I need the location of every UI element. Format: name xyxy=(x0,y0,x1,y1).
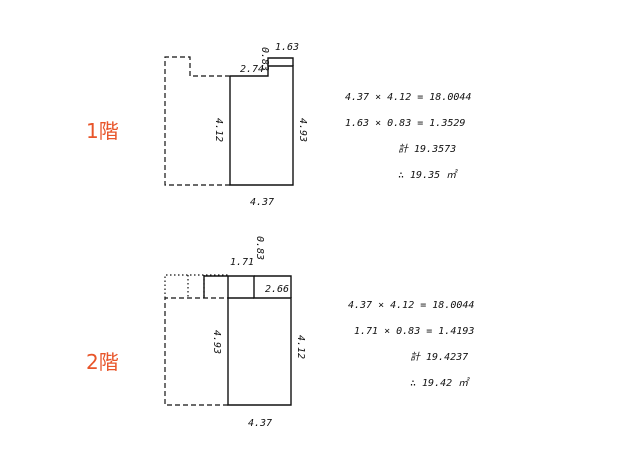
floor1-dim-bottom: 4.37 xyxy=(250,197,274,208)
floor2-label: 2階 xyxy=(86,350,119,374)
floor2-dim-side-left: 4.93 xyxy=(211,330,222,354)
floor1-calculation: 4.37 × 4.12 = 18.0044 1.63 × 0.83 = 1.35… xyxy=(345,92,471,181)
floor1-dim-notch: 2.74 xyxy=(240,64,264,75)
floor1-label: 1階 xyxy=(86,119,119,143)
floor2-plan: 1.71 0.83 2.66 4.93 4.12 4.37 xyxy=(164,236,306,429)
floor2-calc-result: ∴ 19.42 ㎡ xyxy=(410,377,470,389)
floor1-main-block xyxy=(229,65,294,186)
floor2-main-block xyxy=(227,275,292,406)
floor2-calc-line-2: 1.71 × 0.83 = 1.4193 xyxy=(354,326,474,337)
floor2-calculation: 4.37 × 4.12 = 18.0044 1.71 × 0.83 = 1.41… xyxy=(348,300,474,389)
floor1-dim-top-height: 0.83 xyxy=(259,47,270,71)
floor2-dim-bottom: 4.37 xyxy=(248,418,272,429)
floor1-plan: 1.63 0.83 2.74 4.12 4.93 4.37 xyxy=(164,42,308,208)
floor2-dim-side-right: 4.12 xyxy=(295,335,306,359)
floor2-dim-top-height: 0.83 xyxy=(254,236,265,260)
floor2-top-extension xyxy=(254,275,292,298)
floor2-dotted-upper xyxy=(164,274,228,298)
floor1-dim-top-width: 1.63 xyxy=(275,42,299,53)
floor2-dim-notch: 2.66 xyxy=(265,284,289,295)
floor1-calc-line-2: 1.63 × 0.83 = 1.3529 xyxy=(345,118,465,129)
floor2-calc-line-1: 4.37 × 4.12 = 18.0044 xyxy=(348,300,474,311)
floor1-top-extension xyxy=(267,57,294,66)
floor1-calc-result: ∴ 19.35 ㎡ xyxy=(398,169,458,181)
floor1-dashed-outline xyxy=(164,56,230,186)
floor2-left-upper-block xyxy=(203,275,228,298)
floor2-calc-total: 計 19.4237 xyxy=(410,351,468,363)
floor1-dim-side-right: 4.93 xyxy=(297,118,308,142)
floor1-calc-line-1: 4.37 × 4.12 = 18.0044 xyxy=(345,92,471,103)
floor1-calc-total: 計 19.3573 xyxy=(398,143,456,155)
floor2-dashed-outline xyxy=(164,297,228,406)
floor2-dim-top-width: 1.71 xyxy=(230,257,254,268)
floor1-dim-side-left: 4.12 xyxy=(213,118,224,142)
